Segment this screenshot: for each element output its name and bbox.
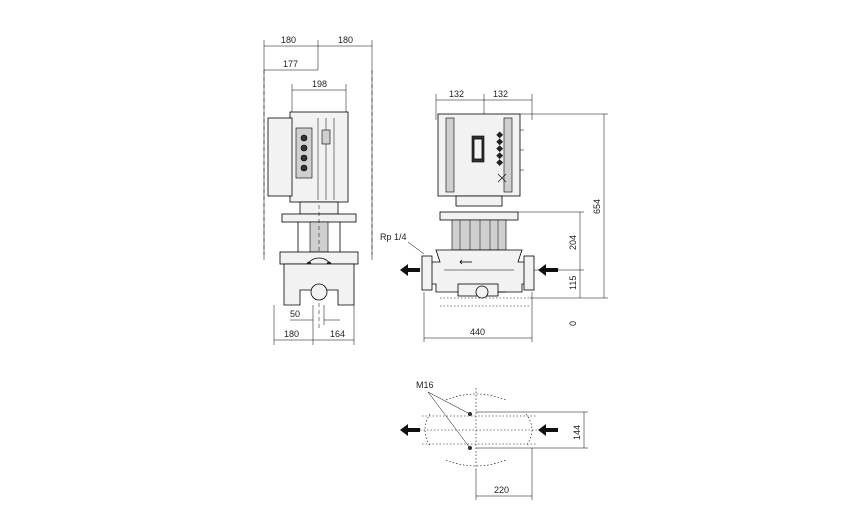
dim-front-width: 440	[470, 327, 485, 337]
dim-front-top-left: 132	[449, 89, 464, 99]
dim-side-bottom-left: 180	[284, 329, 299, 339]
dim-side-motor-width: 198	[312, 79, 327, 89]
dim-front-mid-height: 204	[568, 235, 578, 250]
dim-side-bottom-right: 164	[330, 329, 345, 339]
foundation-view: M16 144 220	[400, 380, 588, 500]
label-bolt: M16	[416, 380, 434, 390]
brand-logo: ◆◆◆◆◆	[494, 131, 504, 166]
dim-side-top-right: 180	[338, 35, 353, 45]
front-view: 132 132 ◆◆◆◆◆	[380, 89, 608, 342]
dim-front-zero: 0	[568, 321, 578, 326]
foundation-inlet-arrow-icon	[538, 424, 558, 436]
label-thread: Rp 1/4	[380, 232, 407, 242]
dim-front-low-height: 115	[568, 276, 578, 290]
foundation-outlet-arrow-icon	[400, 424, 420, 436]
dim-bottom-width: 220	[494, 485, 509, 495]
dim-bottom-height: 144	[572, 425, 582, 440]
dim-side-offset: 177	[283, 59, 298, 69]
dim-side-bottom-small: 50	[290, 309, 300, 319]
dim-front-total-height: 654	[592, 199, 602, 214]
outlet-arrow-icon	[400, 264, 420, 276]
dim-side-top-left: 180	[281, 35, 296, 45]
side-view: 180 180 177 198	[263, 35, 373, 345]
dim-front-top-right: 132	[493, 89, 508, 99]
